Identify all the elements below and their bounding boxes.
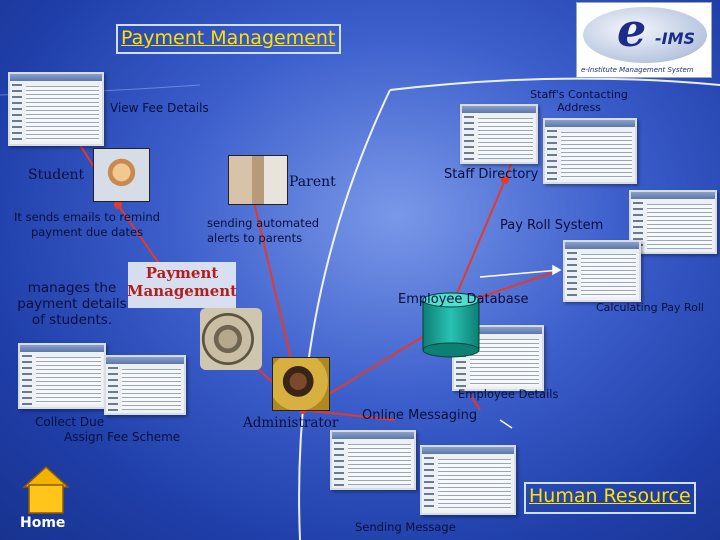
payment-logo-bg — [128, 262, 236, 308]
connector-database-directory — [449, 179, 506, 311]
page-title: Payment Management — [121, 27, 336, 49]
administrator-label: Administrator — [243, 415, 339, 431]
student-label: Student — [28, 167, 85, 183]
eims-logo: e -IMS e-Institute Management System — [576, 2, 712, 78]
manages-payment-label: manages the payment details of students. — [17, 280, 127, 328]
administrator-photo — [272, 357, 330, 411]
assign-fee-scheme-label: Assign Fee Scheme — [64, 430, 181, 444]
parent-photo — [228, 155, 288, 205]
email-reminder-label: It sends emails to remind payment due da… — [14, 210, 160, 239]
staff-directory-label: Staff Directory — [444, 167, 539, 182]
logo-swoosh — [583, 7, 707, 63]
pay-roll-system-label: Pay Roll System — [500, 218, 604, 233]
logo-letter: e — [617, 3, 647, 57]
staff-address-thumbnail — [460, 104, 538, 164]
collect-due-label: Collect Due — [35, 415, 105, 429]
automated-alerts-label: sending automated alerts to parents — [207, 216, 320, 245]
logo-caption: e-Institute Management System — [581, 66, 694, 74]
fee-details-thumbnail — [8, 72, 104, 146]
messaging-thumbnail-1 — [330, 430, 416, 490]
connector-student-payment — [117, 204, 166, 273]
view-fee-details-label: View Fee Details — [110, 101, 209, 115]
messaging-thumbnail-2 — [420, 445, 516, 515]
student-photo — [93, 148, 150, 202]
connector-admin-messaging — [302, 409, 396, 421]
gears-icon — [200, 308, 262, 370]
fee-scheme-thumbnail — [104, 355, 186, 415]
payroll-thumbnail-2 — [563, 240, 641, 302]
payment-management-logo: Payment Management — [126, 264, 238, 300]
human-resource-frame — [524, 482, 696, 514]
employee-database-label: Employee Database — [398, 292, 529, 307]
database-icon — [422, 292, 480, 358]
employee-details-label: Employee Details — [458, 387, 559, 401]
collect-due-thumbnail — [18, 343, 106, 409]
staff-contacting-address-label: Staff's Contacting Address — [530, 88, 628, 114]
payroll-thumbnail-1 — [629, 190, 717, 254]
parent-label: Parent — [289, 174, 336, 190]
sending-message-label: Sending Message — [355, 520, 456, 534]
calculating-pay-roll-label: Calculating Pay Roll — [596, 301, 704, 314]
connector-database-payroll — [471, 269, 561, 301]
connector-empdetails-messaging — [469, 394, 481, 411]
home-link[interactable]: Home — [20, 515, 66, 531]
logo-text: -IMS — [655, 29, 696, 48]
staff-directory-thumbnail — [543, 118, 637, 184]
human-resource-link[interactable]: Human Resource — [529, 485, 691, 507]
home-icon[interactable] — [22, 465, 70, 515]
online-messaging-label: Online Messaging — [362, 408, 478, 423]
title-frame — [116, 24, 341, 54]
